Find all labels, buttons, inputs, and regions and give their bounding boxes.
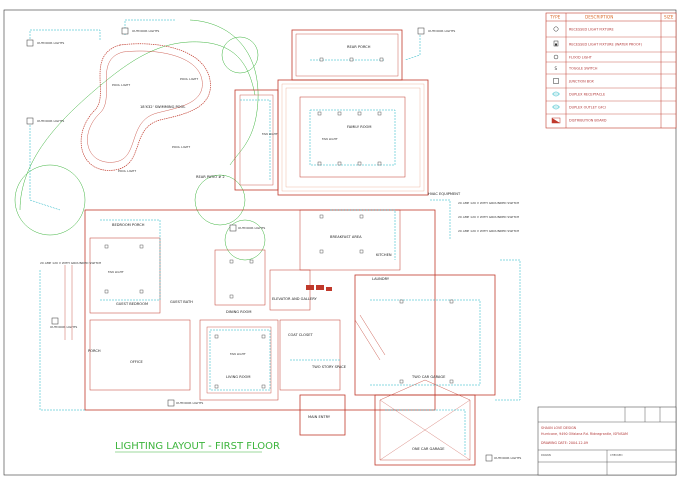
- room-label-family-room: FAMILY ROOM: [347, 125, 371, 129]
- title-block: SHAUN LOVE DESIGN Hurricane, 9490 Olfala…: [537, 406, 677, 476]
- fixture-label: POOL LIGHT: [118, 169, 136, 173]
- title-block-drawn: DRAWN: [541, 453, 551, 457]
- room-label-guest-bath: GUEST BATH: [170, 300, 193, 304]
- legend-label: DUPLEX OUTLET GFCI: [569, 106, 606, 110]
- fixture-label: POOL LIGHT: [180, 77, 198, 81]
- fixture-label: 20 AMP 120 V WITH GROUNDED SWITCH: [40, 261, 101, 265]
- room-label-guest-bedroom: GUEST BEDROOM: [116, 302, 148, 306]
- room-label-living-room: LIVING ROOM: [226, 375, 250, 379]
- legend-row: RECESSED LIGHT FIXTURE (WATER PROOF): [546, 40, 676, 53]
- legend-row: FLOOD LIGHT: [546, 54, 676, 63]
- legend-label: RECESSED LIGHT FIXTURE: [569, 28, 614, 32]
- circuits: [39, 59, 521, 455]
- room-label-two-story-space: TWO STORY SPACE: [311, 365, 347, 369]
- pool: 18'X32' SWIMMING POOL POOL LIGHT POOL LI…: [80, 43, 211, 173]
- fixture-label: FAN LIGHT: [262, 132, 278, 136]
- room-label-breakfast-area: BREAKFAST AREA: [330, 235, 362, 239]
- fixture-label: FAN LIGHT: [108, 270, 124, 274]
- walls: [64, 29, 496, 466]
- legend-row: S TOGGLE SWITCH: [546, 66, 676, 75]
- toggle-switch-icon: S: [555, 66, 558, 71]
- family-room-trim: [281, 83, 425, 192]
- room-label-main-entry: MAIN ENTRY: [308, 415, 331, 419]
- fixture-label: OUTDOOR LIGHTS: [50, 325, 77, 329]
- room-label-elevator: ELEVATOR AND GALLERY: [272, 297, 317, 301]
- flood-light-icon: [417, 27, 425, 35]
- fixture-label: OUTDOOR LIGHTS: [132, 29, 159, 33]
- room-label-two-car-garage: TWO CAR GARAGE: [411, 375, 446, 379]
- recessed-fixtures: [104, 57, 454, 389]
- room-label-laundry: LAUNDRY: [372, 277, 390, 281]
- fixture-label: OUTDOOR LIGHTS: [176, 401, 203, 405]
- legend-label: DISTRIBUTION BOARD: [569, 119, 607, 123]
- legend-header-description: DESCRIPTION: [585, 15, 613, 20]
- legend-row: DUPLEX RECEPTACLE: [546, 91, 676, 102]
- title-block-address: Hurricane, 9490 Olfalana Rd. Ridnegrantl…: [541, 432, 628, 436]
- legend-row: JUNCTION BOX: [546, 78, 676, 89]
- flood-light-icon: [26, 117, 34, 125]
- fixture-label: POOL LIGHT: [112, 83, 130, 87]
- distribution-board-icon: [306, 285, 314, 290]
- flood-light-icon: [167, 399, 175, 407]
- title-block-checked: CHECKED: [610, 453, 623, 457]
- fixture-label: FAN LIGHT: [230, 352, 246, 356]
- legend-row: RECESSED LIGHT FIXTURE: [546, 26, 676, 38]
- room-label-office: OFFICE: [130, 360, 144, 364]
- title-block-company: SHAUN LOVE DESIGN: [541, 426, 577, 430]
- fixture-label: OUTDOOR LIGHTS: [37, 119, 64, 123]
- landscape: [14, 19, 266, 261]
- flood-light-icon: [485, 454, 493, 462]
- fixture-label: 20 AMP 120 V WITH GROUNDED SWITCH: [458, 215, 519, 219]
- room-labels: REAR PORCH FAMILY ROOM REAR PATIO # 2 BE…: [40, 45, 519, 451]
- legend: TYPE DESCRIPTION SIZE RECESSED LIGHT FIX…: [545, 12, 677, 129]
- fixture-label: OUTDOOR LIGHTS: [494, 456, 521, 460]
- legend-label: TOGGLE SWITCH: [568, 67, 598, 71]
- legend-row: DUPLEX OUTLET GFCI: [546, 104, 676, 115]
- room-label-rear-porch: REAR PORCH: [347, 45, 371, 49]
- legend-label: RECESSED LIGHT FIXTURE (WATER PROOF): [569, 43, 643, 47]
- distribution-boards: [306, 285, 332, 291]
- legend-header-size: SIZE: [664, 15, 674, 20]
- room-label-coat-closet: COAT CLOSET: [288, 333, 314, 337]
- room-label-hvac: HVAC EQUIPMENT: [428, 192, 461, 196]
- flood-light-icon: [51, 317, 59, 325]
- title-block-drawing: DRAWING DATE: 2004-12-09: [541, 441, 588, 445]
- outdoor-lights: OUTDOOR LIGHTS OUTDOOR LIGHTS OUTDOOR LI…: [26, 27, 521, 462]
- flood-light-icon: [26, 39, 34, 47]
- legend-label: DUPLEX RECEPTACLE: [569, 93, 605, 97]
- fixture-label: OUTDOOR LIGHTS: [428, 29, 455, 33]
- fixture-label: OUTDOOR LIGHTS: [37, 41, 64, 45]
- room-label-rear-patio: REAR PATIO # 2: [196, 175, 225, 179]
- fixture-label: 20 AMP 120 V WITH GROUNDED SWITCH: [458, 201, 519, 205]
- fixture-label: 20 AMP 120 V WITH GROUNDED SWITCH: [458, 229, 519, 233]
- flood-light-icon: [229, 224, 237, 232]
- legend-row: DISTRIBUTION BOARD: [551, 117, 607, 124]
- room-label-kitchen: KITCHEN: [376, 253, 392, 257]
- flood-light-icon: [121, 27, 129, 35]
- room-label-bedroom-porch: BEDROOM PORCH: [112, 223, 145, 227]
- distribution-board-icon: [326, 287, 332, 291]
- fixture-label: OUTDOOR LIGHTS: [238, 226, 265, 230]
- room-label-porch: PORCH: [88, 349, 101, 353]
- recessed-light-icon: [553, 26, 559, 32]
- room-label-pool: 18'X32' SWIMMING POOL: [140, 105, 185, 109]
- junction-box-icon: [553, 78, 559, 84]
- recessed-light-water-proof-icon: [553, 40, 559, 47]
- room-label-one-car-garage: ONE CAR GARAGE: [412, 447, 445, 451]
- legend-header-type: TYPE: [549, 15, 561, 20]
- fixture-label: POOL LIGHT: [172, 145, 190, 149]
- sheet-border: [3, 9, 677, 476]
- distribution-board-icon: [316, 285, 324, 290]
- fixture-label: FAN LIGHT: [322, 137, 338, 141]
- legend-label: FLOOD LIGHT: [569, 56, 593, 60]
- room-label-dining-room: DINING ROOM: [226, 310, 251, 314]
- flood-light-icon: [553, 54, 559, 60]
- legend-label: JUNCTION BOX: [568, 80, 594, 84]
- drawing-title: LIGHTING LAYOUT - FIRST FLOOR: [115, 441, 280, 452]
